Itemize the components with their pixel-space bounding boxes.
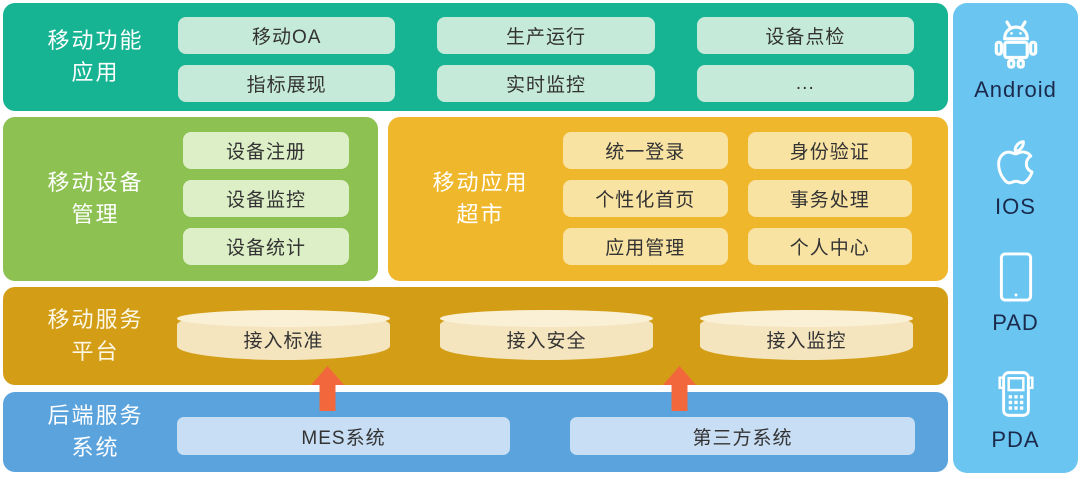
chip-personal-center: 个人中心 (747, 228, 912, 265)
chip-production-run: 生产运行 (437, 17, 655, 54)
up-arrow-icon (663, 366, 696, 411)
sidebar-item-pad: PAD (989, 250, 1043, 336)
tablet-icon (999, 252, 1032, 302)
android-icon (994, 20, 1037, 69)
layer-mobile-service-platform: 移动服务 平台 接入标准 接入安全 接入监控 (3, 287, 948, 385)
chip-device-monitoring: 设备监控 (183, 180, 349, 217)
cylinder-label: 接入安全 (506, 330, 587, 352)
chip-app-management: 应用管理 (563, 228, 728, 265)
chip-unified-login: 统一登录 (563, 132, 728, 169)
title-line: 平台 (71, 339, 120, 364)
client-devices-sidebar: Android IOS PAD (953, 3, 1078, 473)
title-line: 移动服务 (47, 307, 144, 333)
sidebar-label-pad: PAD (992, 310, 1039, 336)
cylinder-access-standard: 接入标准 (177, 310, 390, 360)
chip-transaction-handling: 事务处理 (747, 180, 912, 217)
chip-indicator-display: 指标展现 (178, 65, 396, 102)
sidebar-label-android: Android (974, 77, 1057, 102)
chip-device-register: 设备注册 (183, 132, 349, 169)
chip-mes-system: MES系统 (177, 417, 510, 455)
title-line: 应用 (71, 60, 120, 85)
handheld-icon (997, 371, 1034, 417)
sidebar-item-pda: PDA (989, 367, 1043, 453)
chip-third-party-system: 第三方系统 (570, 417, 915, 455)
title-line: 后端服务 (47, 403, 144, 429)
cylinder-label: 接入标准 (243, 330, 324, 352)
sidebar-label-ios: IOS (995, 193, 1036, 219)
layer-mobile-device-mgmt: 移动设备 管理 设备注册 设备监控 设备统计 (3, 117, 378, 281)
title-line: 移动功能 (47, 28, 144, 54)
chip-more-apps: ... (696, 65, 914, 102)
layer-title-mobile-function-apps: 移动功能 应用 (13, 25, 178, 89)
layer-title-mobile-device-mgmt: 移动设备 管理 (13, 167, 178, 231)
app-market-grid: 统一登录 身份验证 个性化首页 事务处理 应用管理 个人中心 (563, 132, 912, 265)
sidebar-label-pda: PDA (991, 426, 1040, 452)
chip-device-checkup: 设备点检 (696, 17, 914, 54)
cylinder-label: 接入监控 (766, 330, 847, 352)
layer-mobile-app-market: 移动应用 超市 统一登录 身份验证 个性化首页 事务处理 应用管理 个人中心 (388, 117, 948, 281)
title-line: 超市 (456, 202, 505, 227)
sidebar-item-android: Android (974, 17, 1057, 103)
layer-title-mobile-service-platform: 移动服务 平台 (13, 304, 178, 368)
chip-mobile-oa: 移动OA (178, 17, 396, 54)
cylinder-access-monitoring: 接入监控 (700, 310, 913, 360)
cylinder-access-security: 接入安全 (440, 310, 653, 360)
function-apps-grid: 移动OA 生产运行 设备点检 指标展现 实时监控 ... (178, 17, 914, 102)
title-line: 管理 (71, 202, 120, 227)
layer-backend-systems: 后端服务 系统 MES系统 第三方系统 (3, 392, 948, 472)
apple-icon (996, 139, 1033, 185)
layer-title-mobile-app-market: 移动应用 超市 (398, 167, 563, 231)
chip-personalized-home: 个性化首页 (563, 180, 728, 217)
chip-realtime-monitor: 实时监控 (437, 65, 655, 102)
sidebar-item-ios: IOS (989, 134, 1043, 220)
layer-title-backend-systems: 后端服务 系统 (13, 400, 178, 464)
chip-identity-verify: 身份验证 (747, 132, 912, 169)
chip-device-statistics: 设备统计 (183, 228, 349, 265)
title-line: 移动设备 (47, 170, 144, 196)
title-line: 移动应用 (432, 170, 529, 196)
layer-mobile-function-apps: 移动功能 应用 移动OA 生产运行 设备点检 指标展现 实时监控 ... (3, 3, 948, 111)
title-line: 系统 (71, 435, 120, 460)
up-arrow-icon (311, 366, 344, 411)
device-mgmt-grid: 设备注册 设备监控 设备统计 (183, 132, 349, 265)
